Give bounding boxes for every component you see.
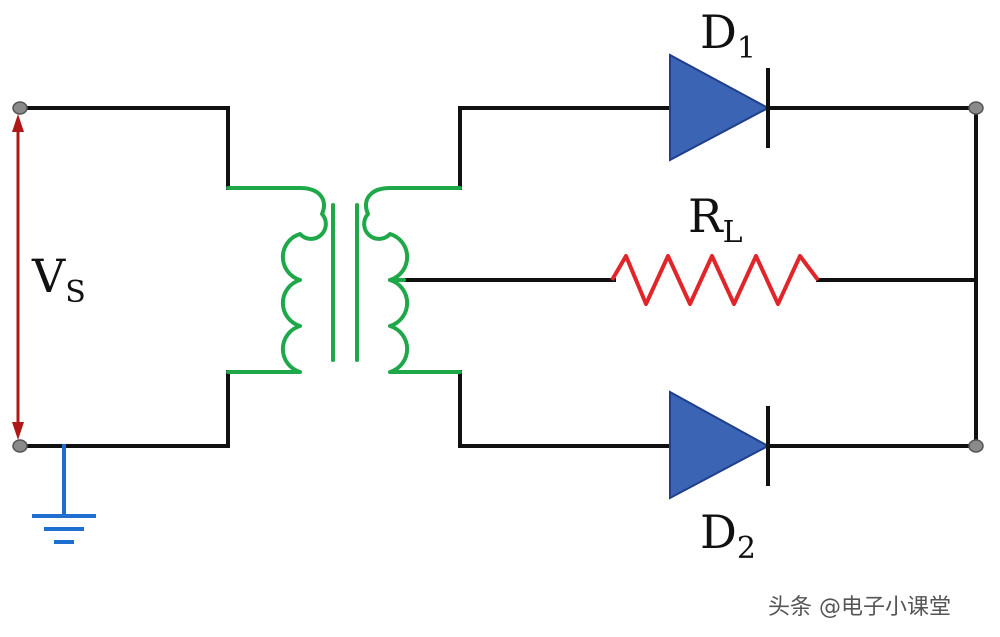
label-d1: D1 — [700, 5, 756, 66]
terminal-bottom-right — [968, 439, 984, 453]
terminal-top-right — [968, 101, 984, 115]
primary-wires — [20, 106, 230, 448]
ground-icon — [32, 444, 96, 544]
terminal-bottom-left — [12, 439, 28, 453]
transformer — [226, 186, 462, 374]
watermark: 头条 @电子小课堂 — [768, 595, 951, 620]
diode-d2 — [669, 390, 771, 500]
terminals — [12, 101, 984, 453]
primary-coil — [226, 186, 328, 374]
diode-d1-triangle — [669, 53, 771, 162]
label-rl: RL — [688, 189, 743, 250]
label-vs: VS — [31, 249, 86, 310]
diode-d2-triangle — [669, 390, 771, 500]
secondary-wires — [400, 106, 978, 448]
label-d2: D2 — [700, 505, 756, 566]
terminal-top-left — [12, 101, 28, 115]
vs-arrow — [12, 114, 24, 440]
diode-d1 — [669, 53, 771, 162]
resistor-zigzag — [610, 254, 820, 306]
secondary-coil — [362, 186, 462, 374]
